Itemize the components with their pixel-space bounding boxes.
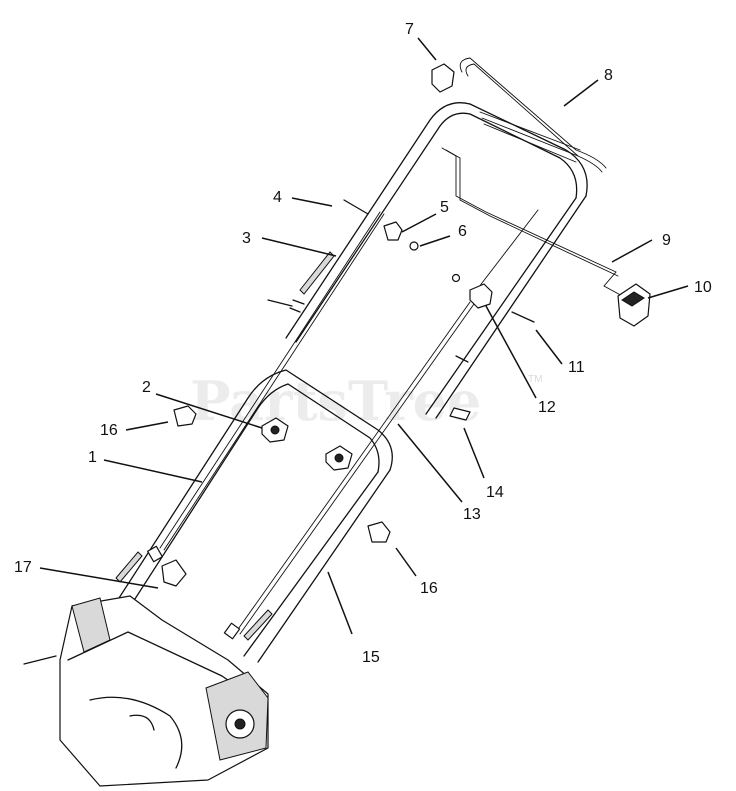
callout-16-left: 16 [100,422,118,439]
watermark: PartsTree [190,369,481,433]
callout-12: 12 [538,399,556,416]
bracket-5 [383,221,419,251]
callout-3: 3 [242,230,251,247]
callout-2: 2 [142,379,151,396]
callout-15: 15 [362,649,380,666]
callout-11: 11 [568,359,585,376]
watermark-trademark: TM [528,374,542,385]
shift-rod [441,147,627,299]
callout-7: 7 [405,21,414,38]
callout-labels: 7 8 4 5 6 3 9 10 11 12 2 16 1 14 13 16 1… [14,21,712,666]
grip-7 [431,63,455,93]
bolts [267,199,535,421]
callout-10: 10 [694,279,712,296]
upper-handle [285,57,607,419]
callout-6: 6 [458,223,467,240]
lower-handle [109,369,393,663]
control-cables [147,209,539,671]
callout-8: 8 [604,67,613,84]
mower-deck [23,595,269,787]
leader-lines [39,37,689,635]
callout-9: 9 [662,232,671,249]
shift-knob [617,283,651,327]
callout-14: 14 [486,484,504,501]
handle-knobs-16 [173,405,391,543]
knob-13 [325,445,353,471]
callout-17: 17 [14,559,32,576]
knob-2 [261,417,289,443]
callout-5: 5 [440,199,449,216]
callout-1: 1 [88,449,97,466]
bracket-12 [469,283,493,309]
callout-13: 13 [463,506,481,523]
callout-16-right: 16 [420,580,438,597]
callout-4: 4 [273,189,282,206]
cable-adjuster-17 [161,559,187,587]
